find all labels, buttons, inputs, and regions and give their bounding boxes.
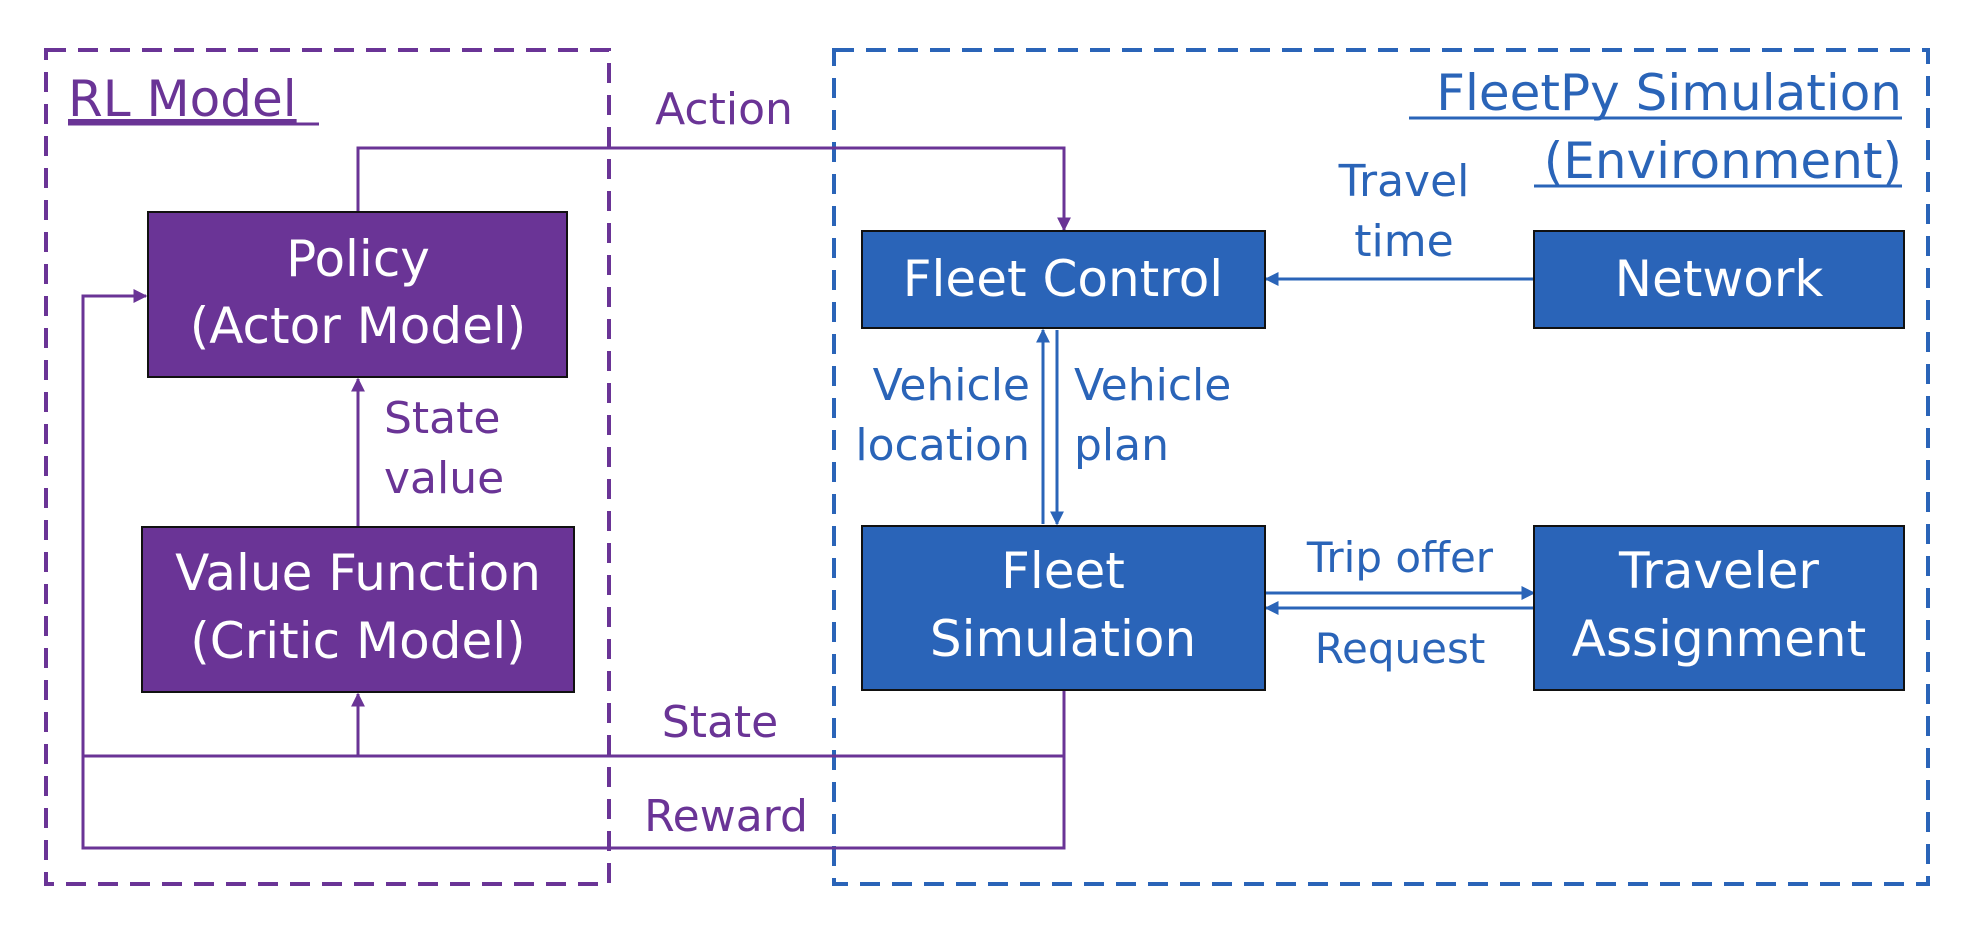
traveler-assignment-label-line2: Assignment	[1572, 610, 1866, 668]
travel-time-label-line2: time	[1354, 216, 1453, 267]
state-value-label-line1: State	[384, 393, 500, 444]
env-title-line1: FleetPy Simulation	[1436, 64, 1902, 122]
vehicle-plan-label-line1: Vehicle	[1074, 360, 1231, 411]
env-title-line2: (Environment)	[1544, 132, 1902, 190]
state-value-label-line2: value	[384, 453, 504, 504]
reward-label: Reward	[644, 791, 808, 842]
action-arrow	[356, 146, 1071, 232]
action-label: Action	[655, 84, 793, 135]
vehicle-plan-label-line2: plan	[1074, 420, 1169, 471]
fleet-simulation-label-line2: Simulation	[930, 610, 1196, 668]
policy-label-line2: (Actor Model)	[190, 297, 527, 355]
travel-time-label-line1: Travel	[1338, 156, 1470, 207]
policy-box	[147, 211, 568, 378]
request-label: Request	[1315, 624, 1486, 673]
traveler-assignment-box	[1533, 525, 1905, 691]
policy-label-line1: Policy	[286, 230, 430, 288]
trip-offer-label: Trip offer	[1306, 533, 1494, 582]
rl-model-frame	[44, 48, 611, 886]
value-function-box	[141, 526, 575, 693]
value-function-label-line2: (Critic Model)	[190, 612, 525, 670]
fleet-simulation-label-line1: Fleet	[1001, 542, 1125, 600]
rl-model-title: RL Model	[68, 70, 297, 128]
fleet-control-box	[861, 230, 1266, 329]
fleetpy-simulation-frame	[832, 48, 1930, 886]
vehicle-location-label-line2: location	[855, 420, 1030, 471]
vehicle-location-label-line1: Vehicle	[873, 360, 1030, 411]
state-label: State	[662, 697, 778, 748]
reward-arrow	[81, 289, 1066, 850]
fleet-simulation-box	[861, 525, 1266, 691]
state-arrow	[351, 691, 1066, 758]
network-label: Network	[1615, 250, 1824, 308]
traveler-assignment-label-line1: Traveler	[1618, 542, 1819, 600]
network-box	[1533, 230, 1905, 329]
value-function-label-line1: Value Function	[175, 544, 541, 602]
fleet-control-label: Fleet Control	[903, 250, 1223, 308]
